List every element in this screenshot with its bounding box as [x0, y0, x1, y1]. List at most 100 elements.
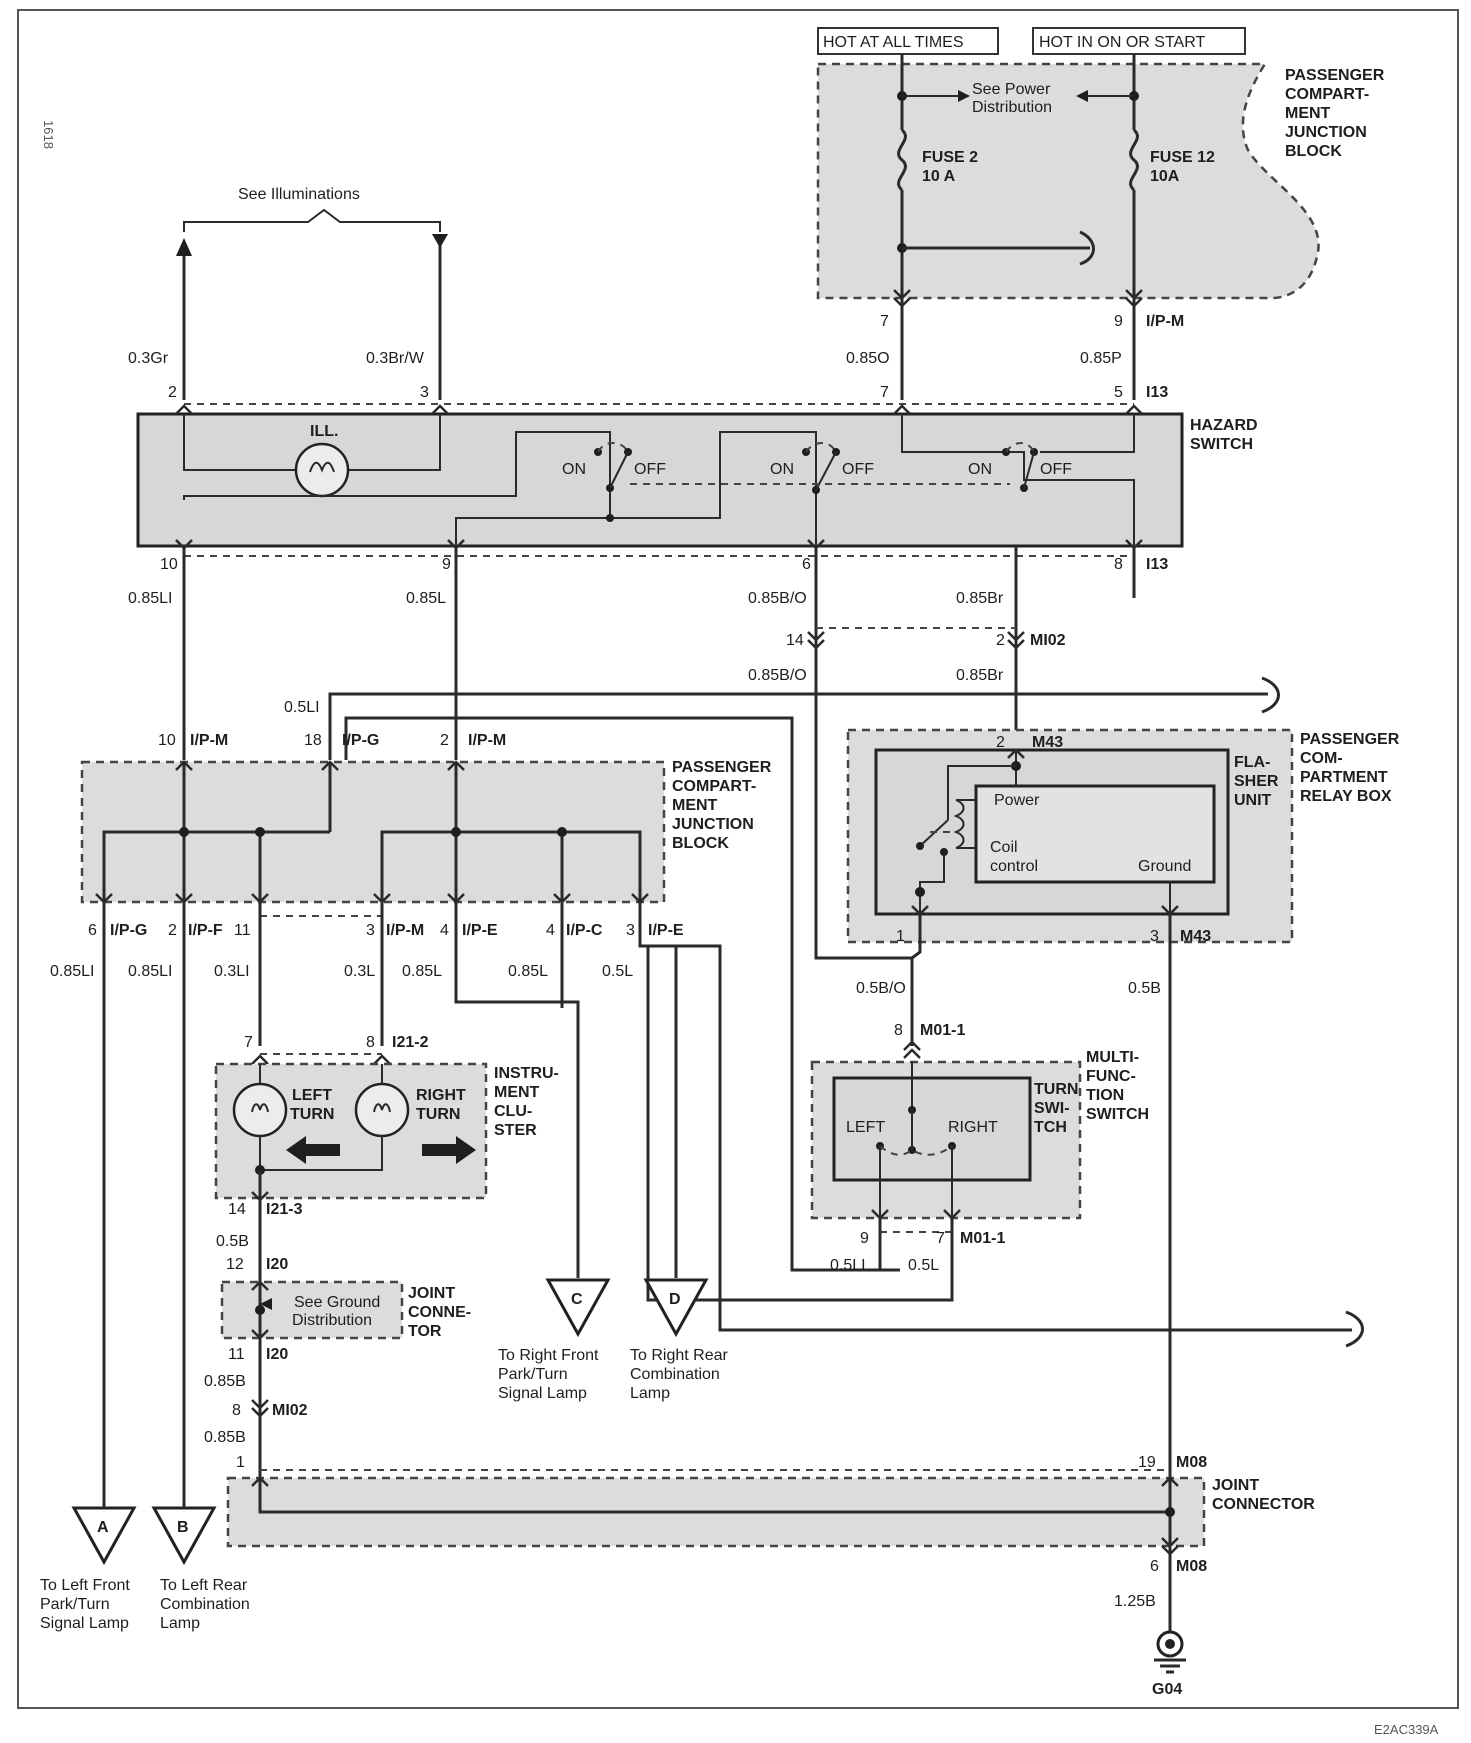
jb-conn-ipe-2: I/P-E: [648, 922, 684, 939]
joint-big-title-2: CONNECTOR: [1212, 1496, 1315, 1513]
hazard-conn-i13: I13: [1146, 556, 1168, 573]
cluster-title-3: CLU-: [494, 1103, 532, 1120]
mfs-title-1: MULTI-: [1086, 1049, 1139, 1066]
switch-1-off: OFF: [634, 461, 666, 478]
fuse2-rating: 10 A: [922, 168, 956, 185]
turn-switch-3: TCH: [1034, 1119, 1067, 1136]
mid-jb-title-2: COMPART-: [672, 778, 756, 795]
joint-small-pin-12: 12: [226, 1256, 244, 1273]
ref-d-icon: [643, 1278, 709, 1338]
jb-pin-2: 2: [168, 922, 177, 939]
cluster-title-4: STER: [494, 1122, 537, 1139]
cluster-conn-i213: I21-3: [266, 1201, 303, 1218]
flasher-conn-m43: M43: [1032, 734, 1063, 751]
connector-icon: [893, 404, 911, 415]
flasher-ground-label: Ground: [1138, 858, 1191, 875]
jb-wire-3: 0.3LI: [214, 963, 250, 980]
node: [451, 827, 461, 837]
wire-break-icon: [1345, 1310, 1364, 1348]
node: [1165, 1507, 1175, 1517]
hazard-pin-10: 10: [160, 556, 178, 573]
mid-jb-title-1: PASSENGER: [672, 759, 772, 776]
wire-to-d: [638, 902, 678, 1278]
joint-small-title-1: JOINT: [408, 1285, 455, 1302]
connector-icon: [893, 289, 911, 308]
flasher-title-2: SHER: [1234, 773, 1279, 790]
jb-conn-ipm: I/P-M: [386, 922, 424, 939]
turn-switch-link: [879, 1145, 953, 1156]
hazard-internal-8: [1023, 456, 1135, 546]
mid-pin-2: 2: [440, 732, 449, 749]
turn-switch-2: SWI-: [1034, 1100, 1070, 1117]
see-power-label-1: See Power: [972, 81, 1051, 98]
turn-switch-body: [832, 1076, 1032, 1182]
connector-icon: [251, 1399, 269, 1418]
wire-085br-label: 0.85Br: [956, 590, 1004, 607]
switch-link: [805, 442, 837, 453]
mid-pin-18: 18: [304, 732, 322, 749]
jb-wire-1: 0.85LI: [50, 963, 94, 980]
jb-conn-ipe: I/P-E: [462, 922, 498, 939]
node: [915, 887, 925, 897]
flasher-pin-2: 2: [996, 734, 1005, 751]
arrow-head-icon: [958, 90, 970, 102]
switch-link: [1005, 442, 1035, 453]
jb-conn-ipc: I/P-C: [566, 922, 603, 939]
cluster-title-1: INSTRU-: [494, 1065, 559, 1082]
switch-3-off: OFF: [1040, 461, 1072, 478]
ground-wire-125b: 1.25B: [1114, 1593, 1156, 1610]
wire-085o: 0.85O: [846, 350, 890, 367]
switch-blade: [609, 451, 629, 489]
ground-icon-center: [1165, 1639, 1175, 1649]
ref-a-line-1: To Left Front: [40, 1577, 130, 1594]
relay-box-title-4: RELAY BOX: [1300, 788, 1392, 805]
wire-long-right: [652, 944, 1352, 1332]
jb-wire-6: 0.85L: [508, 963, 548, 980]
switch-2-off: OFF: [842, 461, 874, 478]
contact-dot: [916, 842, 924, 850]
top-jb-title-2: COMPART-: [1285, 86, 1369, 103]
mfs-right-label: RIGHT: [948, 1119, 998, 1136]
hot-at-all-times-label: HOT AT ALL TIMES: [823, 34, 964, 51]
cluster-pin-8: 8: [366, 1034, 375, 1051]
ref-c-icon: [545, 1278, 611, 1338]
joint-small-wire-085b-2: 0.85B: [204, 1429, 246, 1446]
cluster-conn-i212: I21-2: [392, 1034, 429, 1051]
wire-to-c: [454, 902, 580, 1278]
connector-icon: [251, 1329, 269, 1340]
hazard-pin-9: 9: [442, 556, 451, 573]
see-ground-2: Distribution: [292, 1312, 372, 1329]
jb-pin-4b: 4: [546, 922, 555, 939]
node: [179, 827, 189, 837]
mi02-pin-8: 8: [232, 1402, 241, 1419]
mid-conn-ipg: I/P-G: [342, 732, 379, 749]
mfs-pin-9: 9: [860, 1230, 869, 1247]
connector-icon: [431, 404, 449, 415]
connector-icon: [175, 404, 193, 415]
top-junction-block: [816, 62, 1320, 300]
top-jb-title-1: PASSENGER: [1285, 67, 1385, 84]
arrow-head-icon: [1076, 90, 1088, 102]
mfs-wire-05l: 0.5L: [908, 1257, 939, 1274]
ref-c-line-1: To Right Front: [498, 1347, 599, 1364]
flasher-control-label: control: [990, 858, 1038, 875]
fuse12-icon: [1129, 128, 1139, 192]
pin-3-illum: 3: [420, 384, 429, 401]
hazard-internal-7: [901, 414, 1025, 456]
connector-icon: [1125, 289, 1143, 308]
ref-d-line-2: Combination: [630, 1366, 720, 1383]
pin-2-illum: 2: [168, 384, 177, 401]
left-turn-2: TURN: [290, 1106, 334, 1123]
top-jb-title-4: JUNCTION: [1285, 124, 1367, 141]
wire-085br-label-2: 0.85Br: [956, 667, 1004, 684]
relay-box-title-3: PARTMENT: [1300, 769, 1388, 786]
ref-b-icon: [151, 1506, 217, 1566]
see-power-label-2: Distribution: [972, 99, 1052, 116]
illum-brace: [183, 208, 441, 232]
ref-d-letter: D: [669, 1291, 681, 1308]
flasher-out: [911, 914, 922, 960]
mi02-pin-2: 2: [996, 632, 1005, 649]
wire-05li-top: [328, 692, 1268, 760]
top-jb-title-3: MENT: [1285, 105, 1331, 122]
